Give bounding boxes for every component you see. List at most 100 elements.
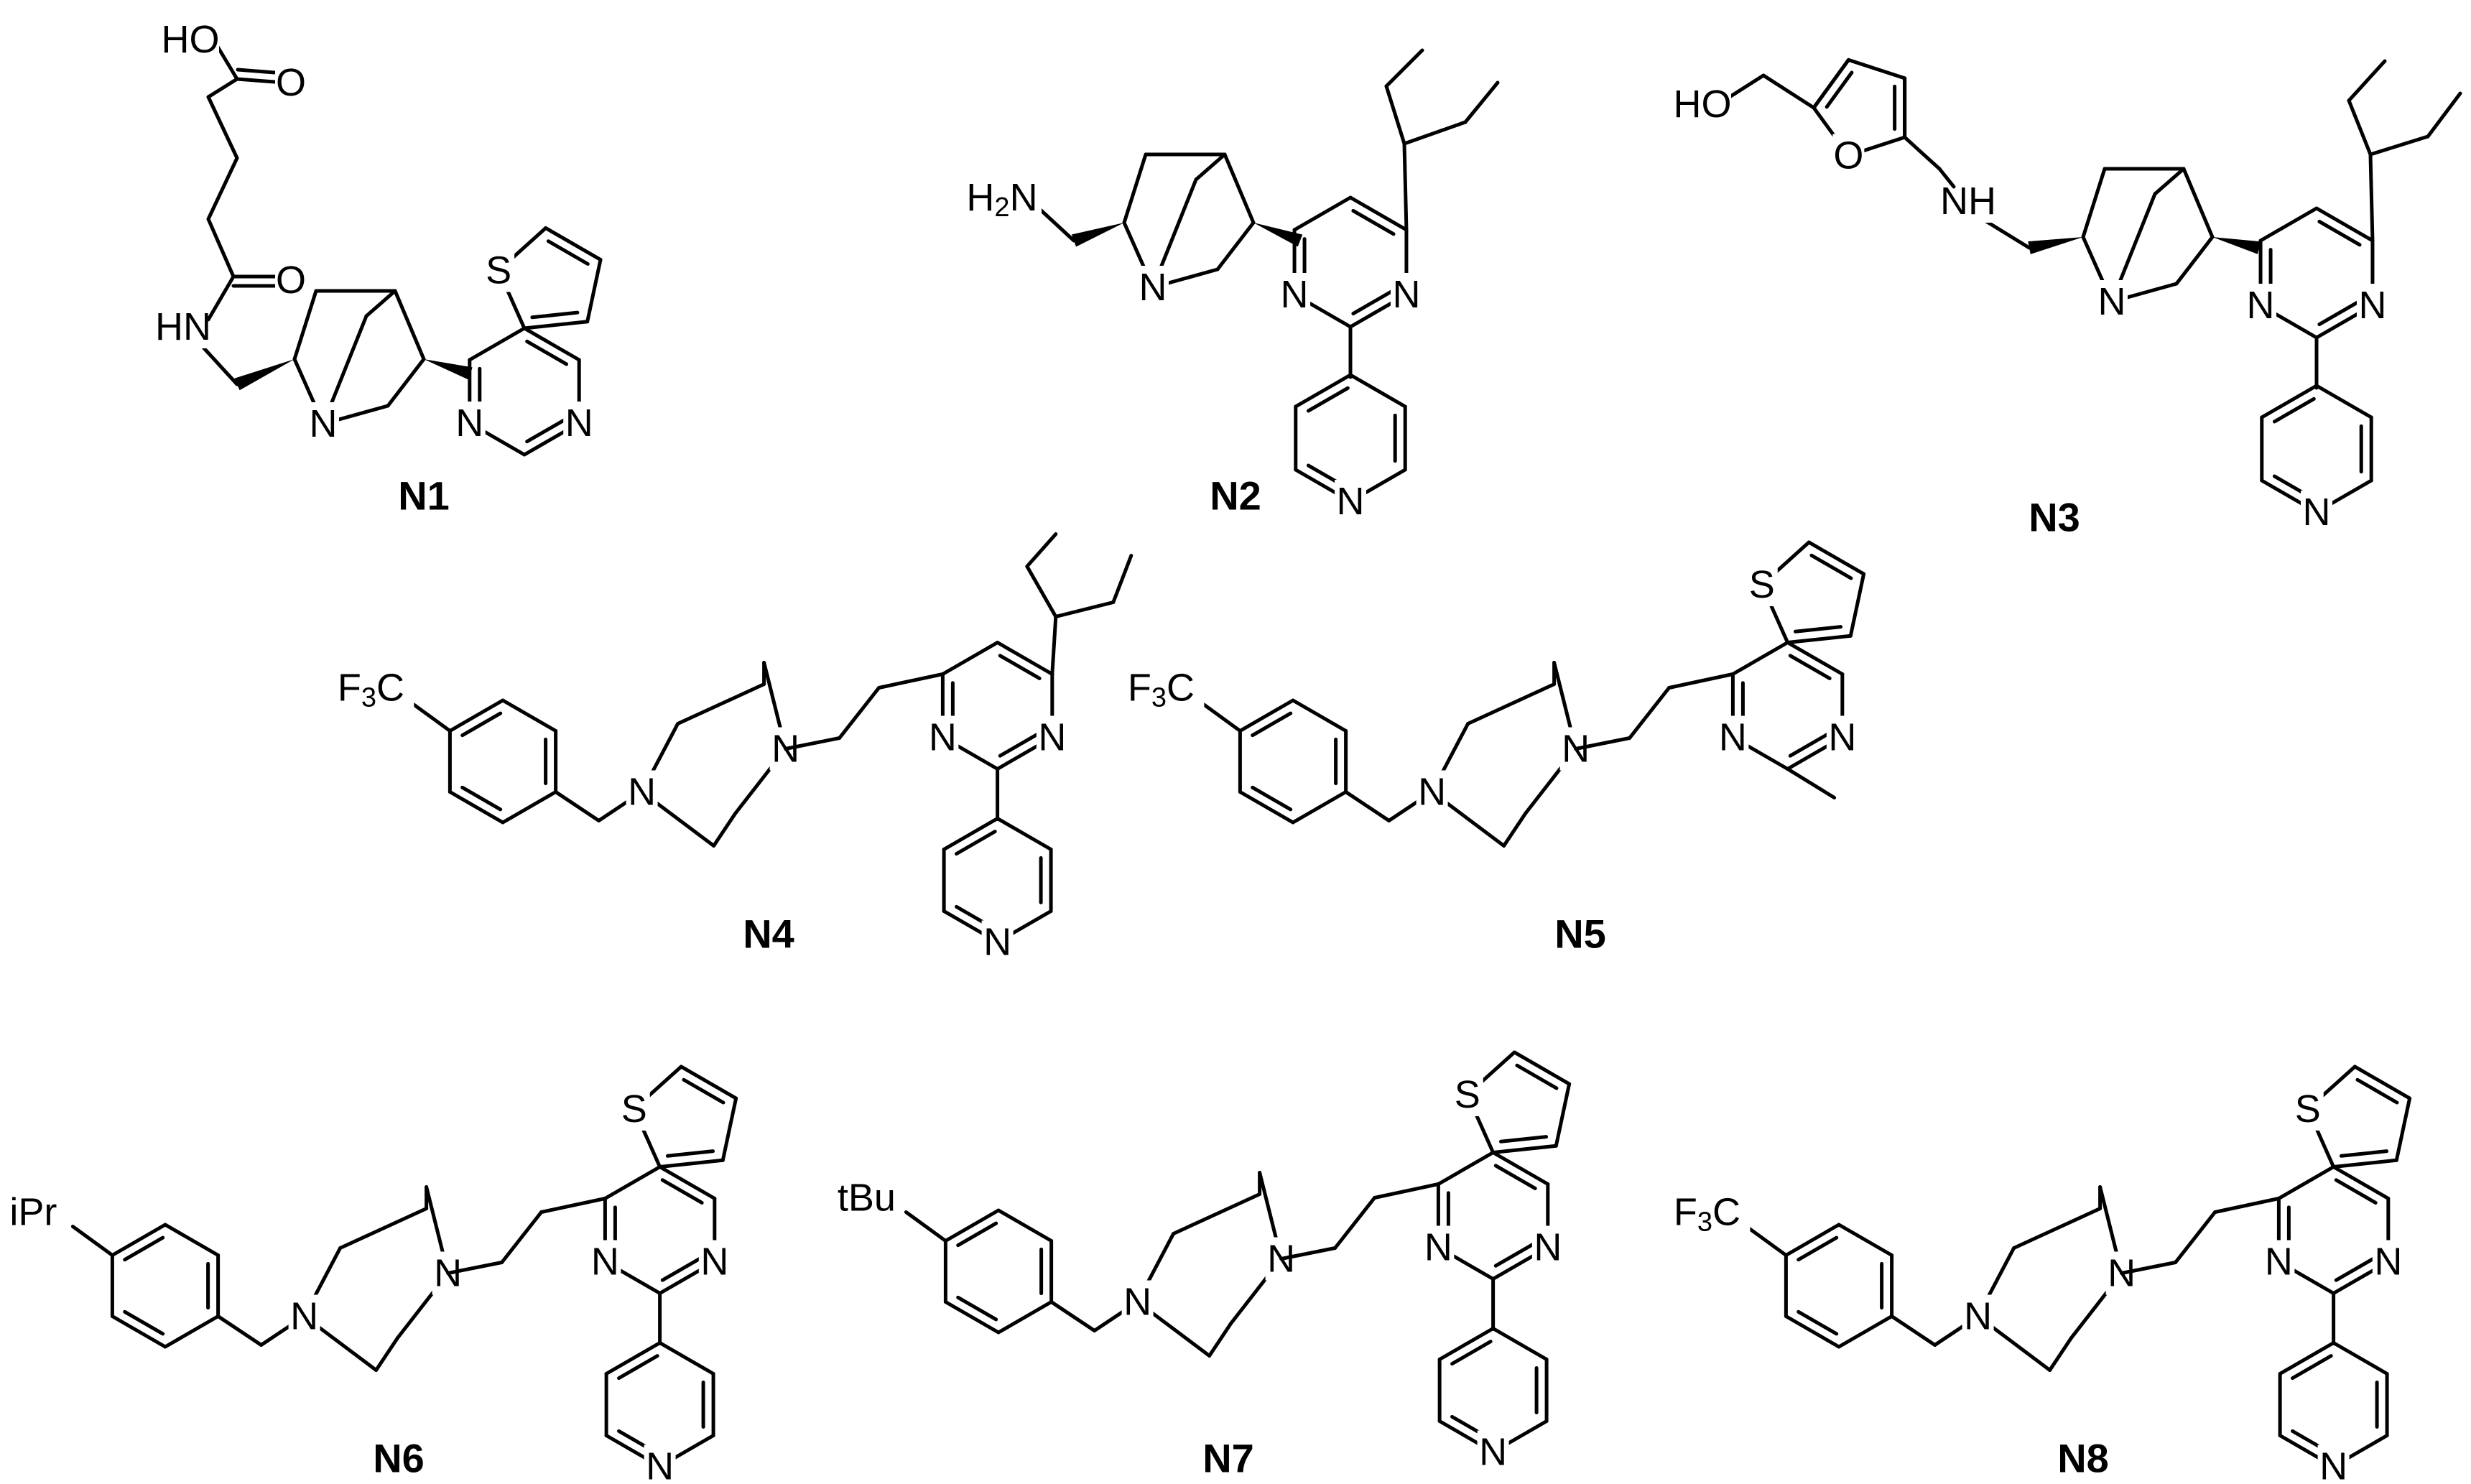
bond — [1292, 195, 1353, 232]
bond — [1215, 221, 1256, 272]
atom-label: N — [1534, 1226, 1562, 1269]
atom-label: F3C — [1128, 667, 1195, 713]
double-bond-line — [682, 1077, 725, 1105]
atom-label-bg — [1451, 1072, 1483, 1116]
bond — [658, 1341, 715, 1376]
atom-label-bg — [1664, 1190, 1751, 1234]
bond — [1348, 373, 1407, 409]
bond — [2394, 1096, 2412, 1162]
double-bond-line — [665, 1149, 715, 1158]
bond — [1049, 1300, 1097, 1332]
atom-label: N — [983, 921, 1011, 964]
bond — [2120, 1261, 2178, 1275]
bond — [2426, 91, 2462, 139]
double-bond-line — [2334, 1178, 2378, 1205]
bond — [996, 1208, 1054, 1243]
bond — [1238, 698, 1295, 733]
atom-label: S — [2295, 1088, 2321, 1131]
atom-label-bg — [834, 1176, 899, 1220]
atom-label: N — [1828, 716, 1856, 759]
atom-label-bg — [162, 18, 219, 61]
atom-label-bg — [1674, 83, 1731, 126]
bond — [1466, 682, 1557, 725]
atom-label-bg — [453, 402, 486, 445]
double-bond-line — [525, 417, 569, 444]
bond — [1384, 84, 1406, 146]
atom-label-bg — [589, 1240, 621, 1284]
atom-label-bg — [1832, 134, 1865, 177]
bond — [1207, 1322, 1233, 1358]
bond — [2278, 1341, 2336, 1376]
atom-label-bg — [1826, 715, 1858, 759]
bond — [206, 95, 239, 160]
atom-label: N — [1139, 266, 1167, 309]
bond — [163, 1314, 221, 1349]
double-bond-line — [1797, 1235, 1839, 1262]
atom-label-bg — [1531, 1225, 1564, 1269]
double-bond-line — [1251, 711, 1293, 738]
atom-label: N — [310, 402, 338, 445]
bond — [1194, 152, 1227, 182]
atom-label: N — [2319, 1445, 2347, 1484]
wedge-bond — [424, 359, 473, 380]
bond — [1744, 1225, 1788, 1257]
atom-label-bg — [1335, 480, 1366, 523]
bond — [1348, 195, 1409, 232]
atom-label-bg — [2372, 1240, 2404, 1284]
wedge-bond — [1253, 223, 1303, 247]
bond — [1344, 790, 1391, 822]
double-bond-line — [525, 339, 569, 366]
bond — [1122, 152, 1148, 225]
bond — [1848, 572, 1866, 638]
bond — [522, 320, 590, 330]
atom-label: HO — [1674, 83, 1732, 126]
double-bond-line — [1306, 386, 1350, 413]
bond — [658, 1158, 725, 1169]
atom-label: N — [2303, 491, 2331, 534]
bond — [1890, 1314, 1937, 1347]
bond — [206, 274, 236, 322]
bond — [2012, 1207, 2103, 1250]
double-bond-line — [2291, 1354, 2333, 1381]
double-bond-line — [1825, 70, 1854, 109]
bond — [1784, 1314, 1841, 1349]
atom-label: N — [565, 402, 593, 445]
atom-label-bg — [927, 715, 959, 759]
bond — [676, 682, 766, 725]
bond — [1784, 1223, 1841, 1257]
atom-label-bg — [2291, 1087, 2324, 1131]
bond — [2347, 98, 2373, 157]
bond — [408, 700, 452, 733]
double-bond-line — [1788, 731, 1832, 758]
bond — [364, 289, 397, 318]
bond — [1437, 1327, 1496, 1361]
bond — [70, 1225, 114, 1257]
bond — [1491, 1144, 1558, 1154]
atom-label: N — [2265, 1240, 2293, 1284]
atom-label-bg — [483, 249, 515, 292]
atom-label-bg — [1, 1190, 66, 1234]
atom-label-bg — [1416, 770, 1448, 814]
bond — [1402, 120, 1468, 146]
wedge-bond — [2028, 237, 2083, 254]
atom-label-bg — [1422, 1225, 1455, 1269]
bond — [374, 1336, 400, 1372]
bond — [2332, 1165, 2391, 1200]
double-bond-line — [1809, 553, 1853, 580]
bond — [1291, 790, 1348, 825]
bond — [2174, 235, 2215, 286]
bond — [2352, 1065, 2412, 1100]
atom-label: HO — [162, 18, 220, 61]
atom-label: S — [621, 1088, 647, 1131]
atom-label-bg — [1717, 715, 1749, 759]
atom-label-bg — [563, 402, 595, 445]
atom-label: N — [290, 1295, 318, 1338]
double-bond-line — [1793, 625, 1843, 634]
bond — [338, 1207, 429, 1250]
atom-label: N — [1123, 1281, 1151, 1324]
bond — [604, 1341, 662, 1376]
atom-label: N — [628, 771, 656, 814]
